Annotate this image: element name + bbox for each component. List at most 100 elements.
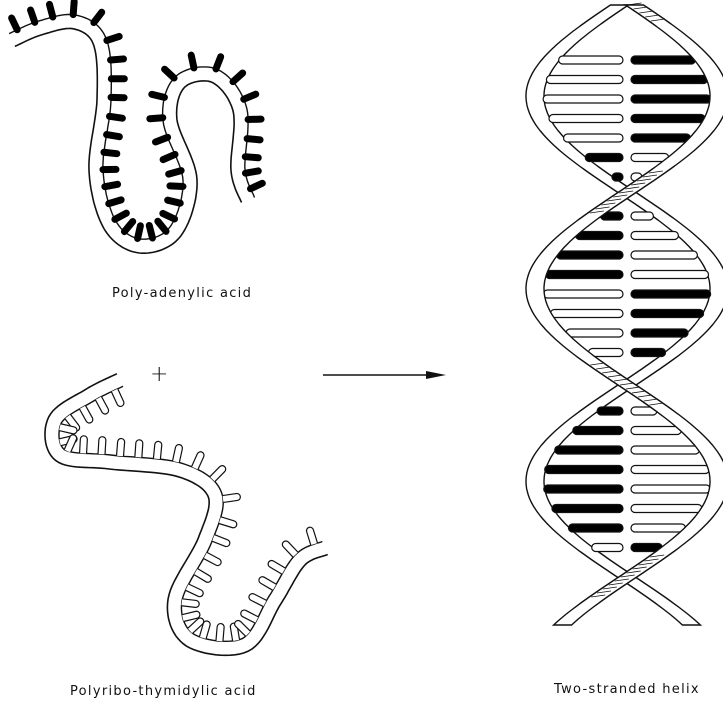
thymidylic-base bbox=[117, 439, 125, 457]
adenylic-base bbox=[115, 213, 126, 219]
helix-base-left bbox=[550, 310, 623, 318]
helix-base-right bbox=[631, 134, 690, 142]
adenylic-base bbox=[138, 226, 141, 239]
adenylic-base bbox=[247, 139, 260, 140]
thymidylic-base bbox=[204, 552, 221, 565]
helix-base-right bbox=[631, 76, 708, 84]
adenylic-base bbox=[152, 94, 165, 97]
poly-adenylic-strand bbox=[9, 2, 262, 254]
thymidylic-base bbox=[212, 535, 230, 547]
adenylic-base bbox=[158, 221, 166, 231]
helix-base-left bbox=[566, 329, 623, 337]
thymidylic-base bbox=[95, 397, 108, 414]
thymidylic-base bbox=[135, 440, 143, 458]
helix-base-right bbox=[631, 446, 699, 454]
adenylic-base bbox=[107, 135, 120, 137]
adenylic-base bbox=[94, 12, 102, 22]
adenylic-base bbox=[49, 4, 52, 17]
helix-base-left bbox=[545, 271, 623, 279]
polyribo-thymidylic-strand bbox=[45, 374, 328, 656]
adenylic-base bbox=[107, 36, 119, 40]
thymidylic-base bbox=[249, 594, 267, 607]
double-helix bbox=[526, 3, 723, 625]
adenylic-base bbox=[156, 137, 168, 142]
thymidylic-base bbox=[219, 517, 237, 528]
helix-base-right bbox=[631, 212, 653, 220]
helix-base-left bbox=[585, 154, 623, 162]
adenylic-base bbox=[165, 69, 175, 78]
adenylic-ribbon-edge bbox=[9, 14, 254, 239]
helix-base-right bbox=[631, 524, 685, 532]
adenylic-base bbox=[168, 200, 181, 203]
adenylic-base bbox=[105, 184, 118, 186]
helix-base-left bbox=[546, 76, 623, 84]
helix-base-left bbox=[557, 251, 623, 259]
helix-base-right bbox=[631, 115, 705, 123]
thymidylic-base bbox=[222, 493, 240, 502]
adenylic-base bbox=[150, 118, 163, 119]
adenylic-base bbox=[233, 73, 243, 82]
arrow-head bbox=[426, 371, 446, 379]
adenylic-base bbox=[251, 183, 263, 188]
helix-base-left bbox=[564, 134, 623, 142]
thymidylic-base bbox=[241, 610, 259, 623]
helix-base-left bbox=[592, 544, 623, 552]
helix-base-left bbox=[555, 446, 623, 454]
helix-base-left bbox=[543, 95, 623, 103]
helix-base-left bbox=[549, 115, 623, 123]
helix-base-right bbox=[631, 232, 678, 240]
thymidylic-base bbox=[79, 406, 92, 423]
plus-sign: + bbox=[150, 362, 168, 387]
helix-base-right bbox=[631, 485, 710, 493]
helix-base-left bbox=[576, 232, 623, 240]
helix-base-right bbox=[631, 251, 697, 259]
thymidylic-base bbox=[194, 569, 211, 583]
two-stranded-helix-label: Two-stranded helix bbox=[554, 682, 700, 697]
adenylic-base bbox=[245, 157, 258, 158]
adenylic-base bbox=[191, 55, 194, 68]
helix-base-right bbox=[631, 290, 711, 298]
reaction-arrow bbox=[323, 371, 446, 379]
thymidylic-base bbox=[192, 452, 204, 470]
helix-base-left bbox=[552, 505, 623, 513]
thymidylic-base bbox=[186, 584, 204, 597]
adenylic-base bbox=[170, 186, 183, 187]
thymidylic-base bbox=[98, 437, 106, 455]
adenylic-base bbox=[12, 18, 18, 30]
helix-base-right bbox=[631, 310, 704, 318]
helix-base-left bbox=[612, 173, 623, 181]
helix-base-right bbox=[631, 349, 666, 357]
adenylic-base bbox=[216, 57, 221, 69]
adenylic-base bbox=[245, 171, 258, 173]
helix-base-left bbox=[543, 290, 623, 298]
adenylic-base bbox=[111, 59, 124, 60]
thymidylic-base bbox=[307, 527, 318, 545]
helix-base-right bbox=[631, 505, 702, 513]
helix-base-left bbox=[559, 56, 623, 64]
helix-base-left bbox=[544, 485, 623, 493]
helix-base-right bbox=[631, 95, 711, 103]
thymidylic-base bbox=[173, 445, 183, 463]
polyribo-thymidylic-label: Polyribo-thymidylic acid bbox=[70, 684, 257, 699]
thymidylic-base bbox=[111, 389, 124, 407]
helix-base-right bbox=[631, 466, 709, 474]
thymidylic-base bbox=[80, 436, 88, 454]
adenylic-base bbox=[104, 152, 117, 153]
adenylic-base bbox=[169, 171, 182, 175]
helix-base-left bbox=[597, 407, 623, 415]
helix-base-right bbox=[631, 271, 709, 279]
adenylic-base bbox=[244, 94, 256, 99]
thymidylic-base bbox=[216, 624, 224, 642]
adenylic-base bbox=[163, 213, 175, 219]
adenylic-base bbox=[109, 116, 122, 118]
helix-base-left bbox=[573, 427, 623, 435]
thymidylic-base bbox=[181, 599, 199, 608]
thymidylic-base bbox=[268, 561, 285, 575]
helix-base-left bbox=[545, 466, 623, 474]
helix-base-right bbox=[631, 427, 681, 435]
adenylic-base bbox=[149, 225, 152, 238]
adenylic-base bbox=[31, 10, 35, 22]
helix-base-right bbox=[631, 56, 695, 64]
